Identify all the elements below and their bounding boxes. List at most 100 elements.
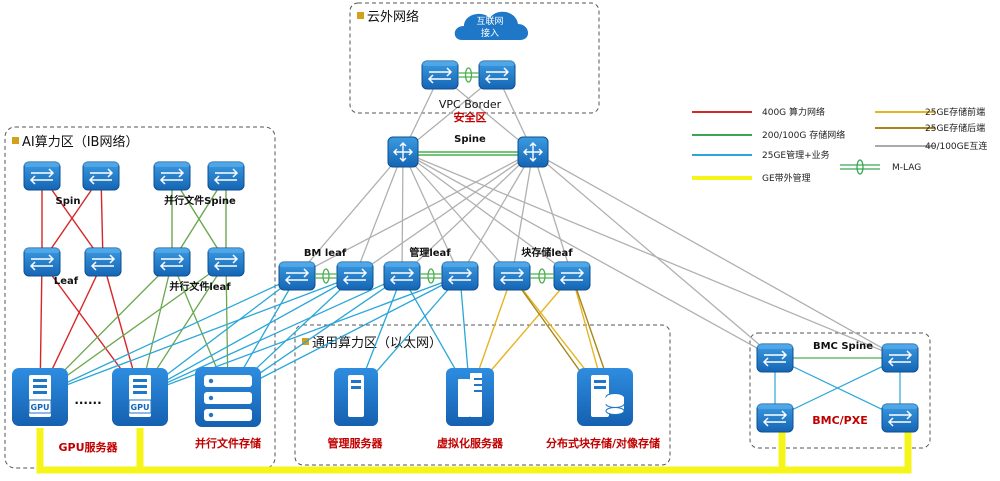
- bm-leaf-label: BM leaf: [304, 248, 347, 259]
- general-zone-box: [294, 324, 671, 466]
- bmc-pxe-switch-2: [881, 403, 919, 433]
- bm-leaf-switch-2: [336, 261, 374, 291]
- interconnect-link: [402, 151, 776, 359]
- legend-label: 25GE存储后端: [925, 122, 985, 134]
- gpu-chip-label: GPU: [31, 403, 50, 412]
- network-devices: GPU GPU: [12, 60, 919, 433]
- oob-management-bus: [36, 428, 912, 474]
- interconnect-link: [532, 151, 776, 359]
- block-leaf-label: 块存储leaf: [521, 246, 573, 259]
- gpu-servers-label: GPU服务器: [58, 440, 118, 454]
- pfs-leaf-switch-1: [153, 247, 191, 277]
- legend-item: GE带外管理: [692, 172, 811, 184]
- bmc-spine-switch-2: [881, 343, 919, 373]
- legend-label: 25GE存储前端: [925, 106, 985, 118]
- interconnect-link: [402, 151, 513, 277]
- cloud-zone-title: 云外网络: [367, 9, 419, 25]
- vpc-mlag-icon: [464, 67, 473, 83]
- legend-item: 25GE管理+业务: [692, 149, 830, 161]
- vpc-border-switch-2: [478, 60, 516, 90]
- mgmt-link: [39, 275, 356, 396]
- virt-servers-label: 虚拟化服务器: [437, 436, 504, 450]
- mgmt-link: [139, 275, 461, 396]
- block-leaf-switch-1: [493, 261, 531, 291]
- mgmt-leaf-label: 管理leaf: [409, 246, 451, 259]
- interconnect-link: [532, 151, 573, 277]
- legend-label: M-LAG: [892, 163, 921, 173]
- pfs-spine-label: 并行文件Spine: [164, 194, 236, 207]
- mlag-legend-icon: [856, 159, 864, 175]
- interconnect-link: [402, 151, 901, 359]
- storage-net-link: [39, 261, 227, 396]
- interconnect-link: [296, 151, 534, 277]
- interconnect-link: [402, 151, 461, 277]
- bm-leaf-switch-1: [278, 261, 316, 291]
- bmc-pxe-switch-1: [756, 403, 794, 433]
- pfs-leaf-switch-2: [207, 247, 245, 277]
- legend-item: 200/100G 存储网络: [692, 129, 845, 141]
- interconnect-link: [354, 151, 534, 277]
- ai-zone-marker: [12, 137, 19, 144]
- interconnect-link: [354, 151, 404, 277]
- dist-storage-label: 分布式块存储/对像存储: [546, 436, 660, 450]
- internet-label-line2: 接入: [481, 27, 499, 39]
- mgmt-server: [334, 368, 378, 426]
- block-leaf-mlag-icon: [538, 268, 546, 284]
- virtualization-server: [446, 368, 494, 426]
- mgmt-servers-label: 管理服务器: [328, 436, 384, 450]
- ib-leaf-switch-2: [84, 247, 122, 277]
- distributed-storage-server: [577, 368, 633, 426]
- legend: 400G 算力网络 25GE存储前端 25GE存储后端 200/100G 存储网络 40…: [692, 106, 987, 184]
- ib-spin-label: Spin: [56, 196, 81, 207]
- pfs-storage-label: 并行文件存储: [195, 436, 261, 450]
- ellipsis-label: ......: [74, 393, 101, 407]
- internet-label-line1: 互联网: [476, 16, 503, 27]
- pfs-storage-array: [195, 367, 261, 427]
- interconnect-link: [401, 151, 404, 277]
- interconnect-link: [401, 151, 534, 277]
- ib-leaf-label: Leaf: [54, 276, 79, 287]
- interconnect-link: [459, 151, 534, 277]
- gpu-server-2: GPU: [112, 368, 168, 426]
- interconnect-link: [402, 151, 573, 277]
- bm-leaf-mlag-icon: [322, 268, 330, 284]
- legend-item: 400G 算力网络: [692, 106, 825, 118]
- mgmt-link: [227, 275, 461, 396]
- legend-label: 25GE管理+业务: [762, 149, 830, 161]
- bmc-link: [774, 357, 901, 419]
- vpc-border-label: VPC Border: [439, 98, 502, 111]
- bmc-spine-switch-1: [756, 343, 794, 373]
- gpu-chip-label: GPU: [131, 403, 150, 412]
- mlag-markers: [315, 67, 554, 284]
- legend-item: M-LAG: [840, 159, 921, 175]
- legend-label: 200/100G 存储网络: [762, 129, 845, 141]
- gpu-server-1: GPU: [12, 368, 68, 426]
- mgmt-leaf-switch-2: [441, 261, 479, 291]
- bmc-zone-box: [749, 332, 931, 449]
- cloud-zone-box: [349, 2, 600, 114]
- interconnect-link: [511, 151, 534, 277]
- spine-label: Spine: [454, 134, 486, 145]
- vpc-border-switch-1: [421, 60, 459, 90]
- legend-item: 25GE存储前端: [875, 106, 985, 118]
- ib-spin-switch-2: [82, 161, 120, 191]
- mgmt-link: [39, 275, 298, 396]
- interconnect-link: [296, 151, 404, 277]
- ai-zone-title: AI算力区（IB网络）: [22, 134, 138, 150]
- security-zone-label: 安全区: [454, 110, 487, 124]
- pfs-leaf-label: 并行文件leaf: [169, 280, 231, 293]
- block-leaf-switch-2: [553, 261, 591, 291]
- legend-item: 25GE存储后端: [875, 122, 985, 134]
- internet-cloud-icon: [454, 11, 529, 40]
- spine-switch-2: [517, 136, 549, 168]
- ib-leaf-switch-1: [23, 247, 61, 277]
- mgmt-leaf-mlag-icon: [427, 268, 435, 284]
- spine-switch-1: [387, 136, 419, 168]
- pfs-spine-switch-1: [153, 161, 191, 191]
- mgmt-leaf-switch-1: [383, 261, 421, 291]
- legend-label: 400G 算力网络: [762, 106, 825, 118]
- ib-spin-switch-1: [23, 161, 61, 191]
- mgmt-link: [139, 275, 356, 396]
- legend-item: 40/100GE互连: [875, 140, 987, 152]
